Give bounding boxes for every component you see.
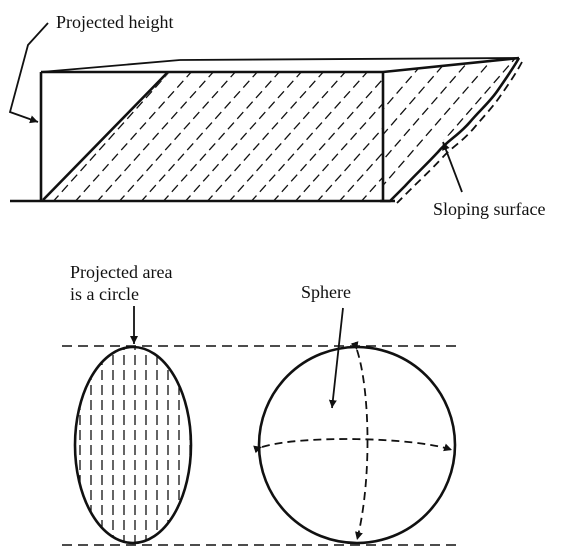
projected-height-label: Projected height xyxy=(56,12,173,32)
hatch-line xyxy=(402,60,532,205)
projected-height-leader xyxy=(8,22,49,124)
hatch-line xyxy=(383,58,475,200)
block-top-back-edge-2 xyxy=(179,57,520,61)
hatch-line xyxy=(431,58,516,200)
slope-hatching xyxy=(383,55,585,205)
sphere-figure: Projected area is a circle Sphere xyxy=(62,262,460,546)
hatch-line xyxy=(379,72,383,200)
hatch-line xyxy=(71,72,203,200)
hatch-line xyxy=(42,72,159,200)
hatch-line xyxy=(247,72,379,200)
hatch-line xyxy=(383,58,497,200)
block-figure: Projected height Sloping surface xyxy=(8,12,585,219)
hatch-line xyxy=(409,58,516,200)
hatch-line xyxy=(497,58,516,200)
hatch-line xyxy=(115,72,247,200)
hatch-line xyxy=(93,72,225,200)
sphere-meridian xyxy=(350,341,369,541)
hatch-line xyxy=(357,72,383,200)
hatch-line xyxy=(137,72,269,200)
hatch-line xyxy=(49,72,181,200)
hatch-line xyxy=(383,58,453,200)
hatch-line xyxy=(387,58,516,200)
hatch-line xyxy=(520,55,585,205)
hatch-line xyxy=(475,58,516,200)
front-hatching xyxy=(42,60,532,205)
hatch-line xyxy=(383,58,431,200)
sloping-surface-leader xyxy=(442,141,463,193)
hatch-line xyxy=(313,72,383,200)
hatch-line xyxy=(181,72,313,200)
sphere-outline xyxy=(257,345,457,545)
sloping-surface-edge-dashed xyxy=(396,61,523,204)
block-top-back-edge xyxy=(40,59,181,73)
sloping-surface-label: Sloping surface xyxy=(433,199,545,219)
hatch-line xyxy=(42,72,93,200)
sphere-label: Sphere xyxy=(301,282,351,302)
hatch-line xyxy=(159,72,291,200)
hatch-line xyxy=(42,72,115,200)
hatch-line xyxy=(291,72,383,200)
hatch-line xyxy=(269,72,383,200)
projected-area-label-line2: is a circle xyxy=(70,284,139,304)
front-diagonal xyxy=(42,71,169,201)
hatch-line xyxy=(203,72,335,200)
hatch-line xyxy=(335,72,383,200)
hatch-line xyxy=(542,55,585,205)
ellipse-hatching xyxy=(79,347,191,543)
block-top-right-edge xyxy=(382,56,520,74)
hatch-line xyxy=(225,72,357,200)
sphere-equator xyxy=(253,438,453,454)
projected-area-ellipse xyxy=(73,345,193,545)
sloping-surface-edge xyxy=(380,57,521,203)
hatch-line xyxy=(453,58,516,200)
projected-area-label-line1: Projected area xyxy=(70,262,172,282)
sphere-leader xyxy=(328,307,344,409)
hatch-line xyxy=(42,72,137,200)
